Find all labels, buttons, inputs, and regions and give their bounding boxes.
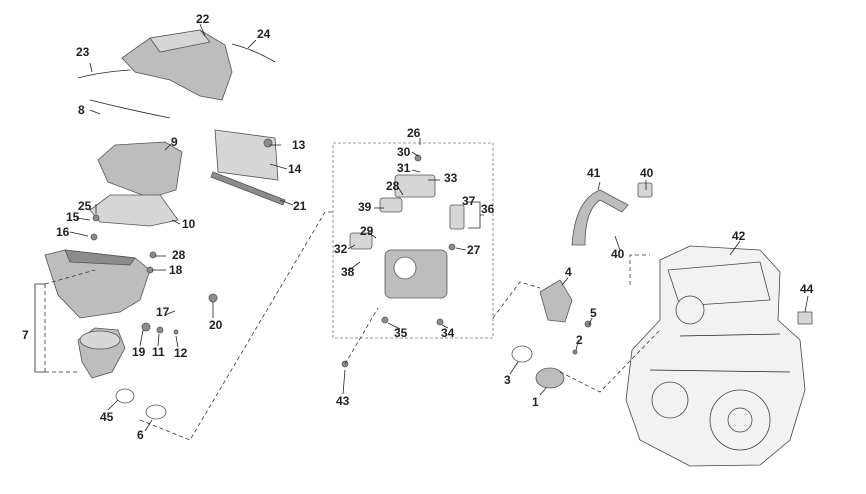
callout-41: 41: [587, 166, 601, 180]
callout-37: 37: [462, 194, 476, 208]
callout-3: 3: [504, 373, 511, 387]
callout-4: 4: [565, 265, 572, 279]
leader-lines: [34, 23, 809, 441]
callout-16: 16: [56, 225, 70, 239]
callout-28a: 28: [172, 248, 186, 262]
callout-18: 18: [169, 263, 183, 277]
breather-tube: [77, 43, 276, 119]
callout-35: 35: [394, 326, 408, 340]
callout-42: 42: [732, 229, 746, 243]
intake-clamp: [115, 345, 565, 420]
coolant-hose: [571, 182, 653, 246]
callout-44: 44: [800, 282, 814, 296]
callout-13: 13: [292, 138, 306, 152]
callout-34: 34: [441, 326, 455, 340]
callout-39: 39: [358, 200, 372, 214]
callout-40b: 40: [611, 247, 625, 261]
air-filter-element: [97, 141, 183, 199]
callout-14: 14: [288, 162, 302, 176]
callout-27: 27: [467, 243, 481, 257]
callout-22: 22: [196, 12, 210, 26]
callout-numbers: 22 24 23 8 9 13 14 21 25 15 10 16 28 18 …: [22, 12, 814, 442]
callout-23: 23: [76, 45, 90, 59]
callout-43: 43: [336, 394, 350, 408]
callout-24: 24: [257, 27, 271, 41]
air-filter-frame: [89, 194, 179, 227]
fasteners: [90, 138, 592, 368]
callout-9: 9: [171, 135, 178, 149]
callout-1: 1: [532, 395, 539, 409]
callout-15: 15: [66, 210, 80, 224]
intake-boot: [77, 327, 126, 379]
air-box-housing: [44, 249, 151, 319]
callout-2: 2: [576, 333, 583, 347]
callout-26: 26: [407, 126, 421, 140]
heat-shield: [210, 129, 286, 206]
callout-40a: 40: [640, 166, 654, 180]
callout-45: 45: [100, 410, 114, 424]
engine-assembly: [625, 245, 813, 467]
callout-8: 8: [78, 103, 85, 117]
callout-19: 19: [132, 345, 146, 359]
callout-25: 25: [78, 199, 92, 213]
callout-7: 7: [22, 328, 29, 342]
air-box-cover: [121, 29, 233, 101]
intake-manifold: [539, 279, 573, 323]
callout-33: 33: [444, 171, 458, 185]
callout-6: 6: [137, 428, 144, 442]
callout-31: 31: [397, 161, 411, 175]
callout-28b: 28: [386, 179, 400, 193]
callout-5: 5: [590, 306, 597, 320]
callout-20: 20: [209, 318, 223, 332]
callout-21: 21: [293, 199, 307, 213]
callout-29: 29: [360, 224, 374, 238]
callout-32: 32: [334, 242, 348, 256]
callout-17: 17: [156, 305, 170, 319]
callout-36: 36: [481, 202, 495, 216]
callout-11: 11: [152, 345, 165, 359]
callout-30: 30: [397, 145, 411, 159]
throttle-body: [349, 174, 465, 299]
callout-10: 10: [182, 217, 196, 231]
callout-12: 12: [174, 346, 188, 360]
callout-38: 38: [341, 265, 355, 279]
